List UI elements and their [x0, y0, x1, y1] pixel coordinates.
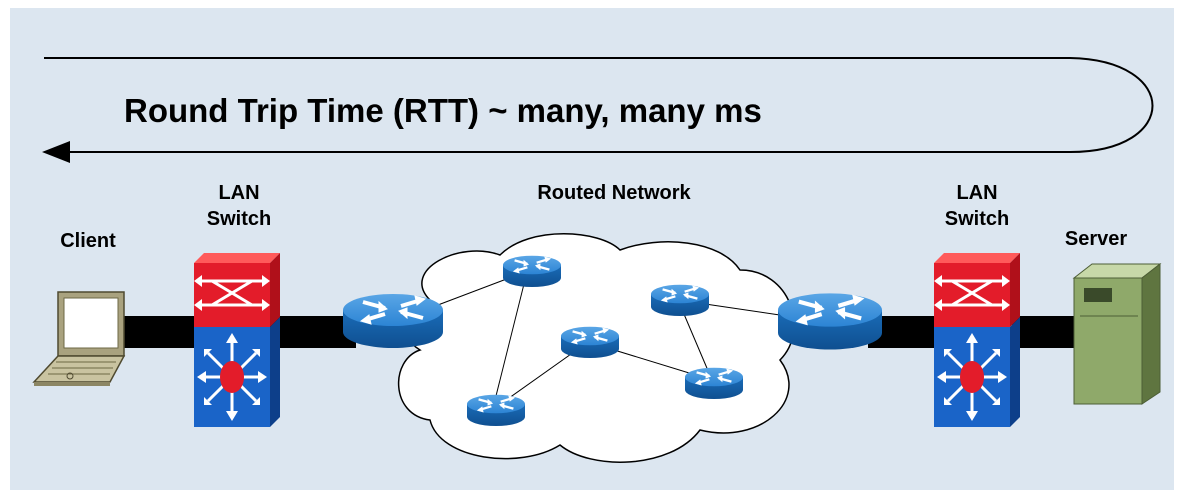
- link-switch-router: [266, 316, 356, 348]
- rtt-label: Round Trip Time (RTT) ~ many, many ms: [124, 92, 762, 129]
- link-switch-server: [1012, 316, 1082, 348]
- right-switch-label-line1: LAN: [956, 182, 997, 204]
- core-router-center-icon: [559, 325, 621, 360]
- cloud-label: Routed Network: [537, 182, 691, 204]
- client-label: Client: [60, 230, 116, 252]
- right-switch-label-line2: Switch: [945, 208, 1009, 230]
- rtt-arrowhead-icon: [42, 141, 70, 163]
- left-switch-label-line2: Switch: [207, 208, 271, 230]
- left-switch-label-line1: LAN: [218, 182, 259, 204]
- laptop-icon: [32, 291, 126, 386]
- server-label: Server: [1065, 228, 1127, 250]
- edge-router-right-icon: [778, 293, 882, 349]
- rtt-loop-arrow: [44, 57, 1154, 153]
- diagram-svg: Round Trip Time (RTT) ~ many, many ms Ro…: [10, 8, 1174, 490]
- lan-switch-left-icon: [192, 251, 282, 429]
- core-router-top-icon: [501, 254, 563, 289]
- core-router-lower-right-icon: [683, 366, 745, 401]
- lan-switch-right-icon: [932, 251, 1022, 429]
- edge-router-left-icon: [341, 292, 445, 350]
- link-client-switch: [120, 316, 194, 348]
- server-tower-icon: [1072, 262, 1162, 405]
- core-router-right-icon: [649, 283, 711, 318]
- core-router-bottom-icon: [465, 393, 527, 428]
